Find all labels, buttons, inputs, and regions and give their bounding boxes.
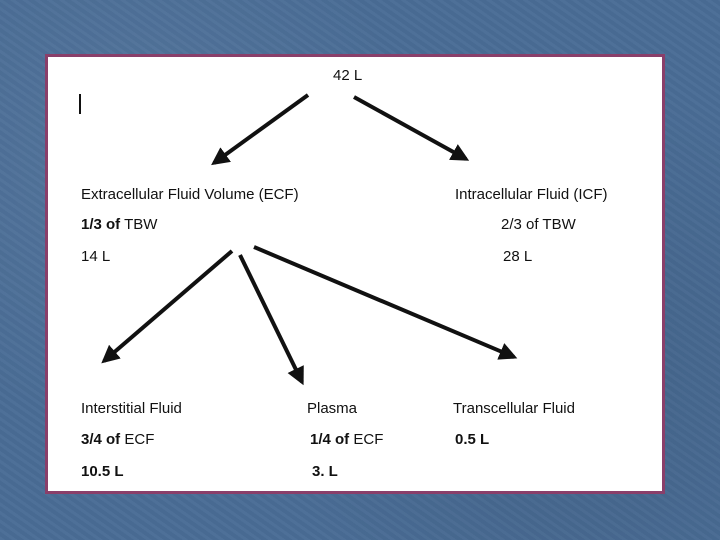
arrow-ecf-to-transcellular: [253, 245, 518, 360]
arrow-root-to-icf: [353, 95, 470, 161]
plasma-fraction-ref: ECF: [349, 431, 384, 448]
transcellular-title: Transcellular Fluid: [453, 400, 575, 417]
icf-fraction: 2/3 of TBW: [501, 216, 576, 233]
diagram-panel: 42 L Extracellular Fluid Volume (ECF) 1/…: [45, 54, 665, 494]
plasma-fraction: 1/4 of ECF: [310, 431, 383, 449]
icf-volume: 28 L: [503, 248, 533, 265]
plasma-fraction-num: 1/4 of: [310, 431, 350, 448]
plasma-volume: 3. L: [312, 463, 338, 480]
arrow-ecf-to-interstitial: [101, 249, 234, 364]
text-cursor: [79, 94, 81, 114]
ecf-volume: 14 L: [81, 248, 111, 265]
arrows-layer: [101, 93, 518, 386]
ecf-fraction-ref: TBW: [120, 216, 158, 233]
interstitial-title: Interstitial Fluid: [81, 400, 182, 417]
ecf-title: Extracellular Fluid Volume (ECF): [81, 186, 299, 203]
interstitial-volume: 10.5 L: [81, 463, 124, 480]
icf-title: Intracellular Fluid (ICF): [455, 186, 608, 203]
transcellular-volume: 0.5 L: [455, 431, 490, 448]
arrow-ecf-to-plasma: [238, 254, 304, 386]
interstitial-fraction-ref: ECF: [120, 431, 155, 448]
ecf-fraction-num: 1/3 of: [81, 216, 121, 233]
interstitial-fraction-num: 3/4 of: [81, 431, 121, 448]
plasma-title: Plasma: [307, 400, 358, 417]
interstitial-fraction: 3/4 of ECF: [81, 431, 154, 449]
root-label: 42 L: [333, 67, 363, 84]
ecf-fraction: 1/3 of TBW: [81, 216, 157, 234]
arrow-root-to-ecf: [211, 93, 310, 166]
